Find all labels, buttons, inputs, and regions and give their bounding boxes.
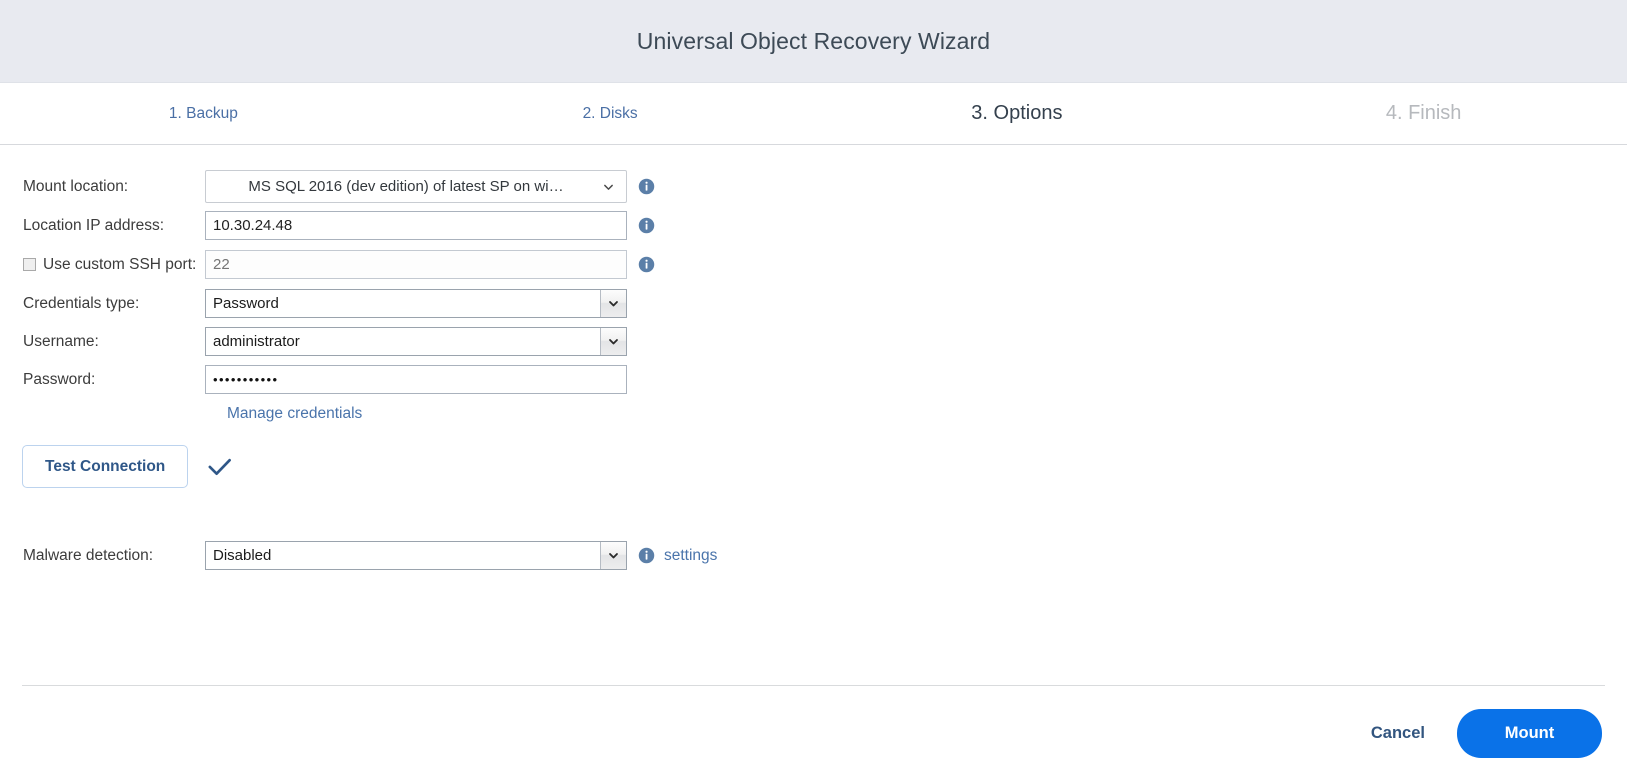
- malware-detection-dropdown-button[interactable]: [600, 542, 626, 569]
- malware-detection-field: Disabled settings: [205, 541, 717, 570]
- username-label: Username:: [23, 332, 99, 350]
- malware-detection-label: Malware detection:: [23, 546, 154, 564]
- step-backup[interactable]: 1. Backup: [168, 104, 238, 122]
- chevron-down-icon: [609, 553, 618, 559]
- credentials-type-label: Credentials type:: [23, 294, 140, 312]
- ssh-port-field: [205, 250, 655, 279]
- row-password: Password:: [0, 364, 1627, 395]
- mount-location-field: MS SQL 2016 (dev edition) of latest SP o…: [205, 170, 655, 203]
- manage-credentials-link[interactable]: Manage credentials: [227, 405, 363, 422]
- info-icon[interactable]: [638, 178, 655, 195]
- test-connection-button[interactable]: Test Connection: [22, 445, 189, 488]
- malware-detection-value: Disabled: [213, 547, 272, 564]
- chevron-down-icon: [604, 184, 613, 190]
- check-icon: [208, 458, 232, 476]
- wizard-header: Universal Object Recovery Wizard: [0, 0, 1627, 83]
- username-select[interactable]: administrator: [205, 327, 627, 356]
- malware-detection-select[interactable]: Disabled: [205, 541, 627, 570]
- mount-location-label: Mount location:: [23, 177, 129, 195]
- manage-credentials-row: Manage credentials: [227, 405, 1627, 423]
- row-mount-location: Mount location: MS SQL 2016 (dev edition…: [0, 170, 1627, 203]
- step-finish: 4. Finish: [1385, 102, 1462, 124]
- mount-button[interactable]: Mount: [1457, 709, 1602, 758]
- location-ip-input[interactable]: [205, 211, 627, 240]
- wizard-footer: Cancel Mount: [0, 685, 1627, 781]
- ssh-port-input[interactable]: [205, 250, 627, 279]
- row-location-ip: Location IP address:: [0, 210, 1627, 241]
- mount-location-select[interactable]: MS SQL 2016 (dev edition) of latest SP o…: [205, 170, 627, 203]
- info-icon[interactable]: [638, 256, 655, 273]
- info-icon[interactable]: [638, 547, 655, 564]
- username-value: administrator: [213, 333, 300, 350]
- credentials-type-field: Password: [205, 289, 627, 318]
- step-disks[interactable]: 2. Disks: [582, 104, 638, 122]
- malware-settings-link[interactable]: settings: [664, 546, 718, 564]
- credentials-type-select[interactable]: Password: [205, 289, 627, 318]
- credentials-type-dropdown-button[interactable]: [600, 290, 626, 317]
- chevron-down-icon: [609, 339, 618, 345]
- location-ip-label: Location IP address:: [23, 216, 165, 234]
- wizard-steps: 1. Backup 2. Disks 3. Options 4. Finish: [0, 83, 1627, 145]
- password-label: Password:: [23, 370, 96, 388]
- row-ssh-port: Use custom SSH port:: [0, 249, 1627, 280]
- password-field: [205, 365, 627, 394]
- row-username: Username: administrator: [0, 326, 1627, 357]
- ssh-port-label-cell: Use custom SSH port:: [0, 256, 205, 274]
- use-custom-ssh-port-checkbox[interactable]: [23, 258, 36, 271]
- ssh-port-label: Use custom SSH port:: [43, 255, 197, 273]
- password-input[interactable]: [205, 365, 627, 394]
- test-connection-row: Test Connection: [22, 445, 1627, 488]
- mount-location-value: MS SQL 2016 (dev edition) of latest SP o…: [248, 178, 564, 195]
- username-dropdown-button[interactable]: [600, 328, 626, 355]
- step-options[interactable]: 3. Options: [971, 102, 1063, 124]
- cancel-button[interactable]: Cancel: [1355, 714, 1441, 753]
- page-title: Universal Object Recovery Wizard: [636, 27, 991, 54]
- row-credentials-type: Credentials type: Password: [0, 288, 1627, 319]
- username-field: administrator: [205, 327, 627, 356]
- info-icon[interactable]: [638, 217, 655, 234]
- chevron-down-icon: [609, 301, 618, 307]
- footer-divider: [22, 685, 1605, 686]
- location-ip-field: [205, 211, 655, 240]
- footer-actions: Cancel Mount: [0, 686, 1627, 781]
- options-form: Mount location: MS SQL 2016 (dev edition…: [0, 145, 1627, 685]
- credentials-type-value: Password: [213, 295, 279, 312]
- row-malware-detection: Malware detection: Disabled settings: [0, 540, 1627, 571]
